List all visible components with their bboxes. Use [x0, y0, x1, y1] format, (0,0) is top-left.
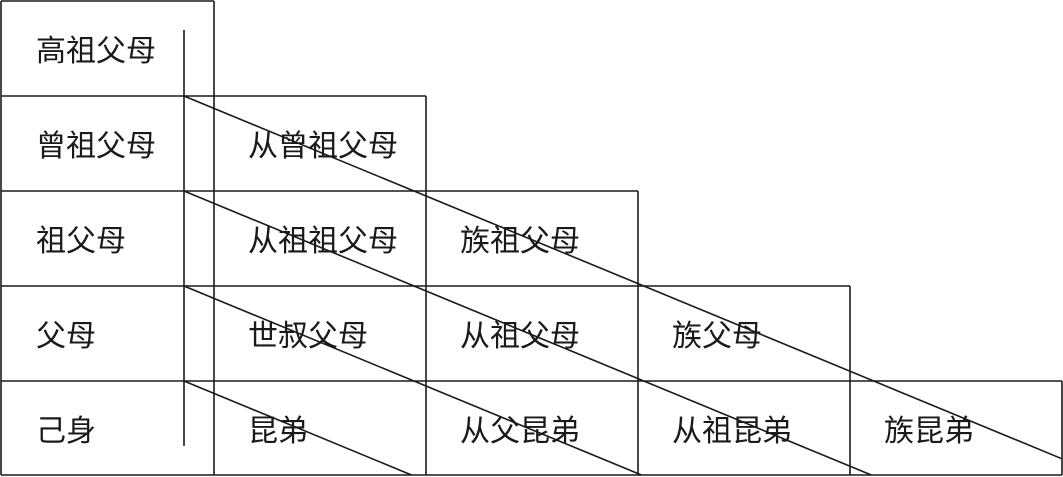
- generation-cell: 己身: [0, 380, 214, 475]
- diagonal-line: [183, 95, 1063, 460]
- relative-cell: 昆弟: [214, 380, 426, 475]
- relative-label: 从祖父母: [460, 318, 580, 354]
- diagonal-line: [183, 285, 642, 476]
- relative-label: 从祖祖父母: [248, 223, 398, 259]
- relative-label: 族祖父母: [460, 223, 580, 259]
- relative-cell: 族父母: [638, 285, 850, 380]
- generation-label: 高祖父母: [36, 33, 156, 69]
- diagonal-line: [183, 380, 412, 476]
- relative-cell: 从曾祖父母: [214, 95, 426, 190]
- generation-cell: 祖父母: [0, 190, 214, 285]
- generation-label: 曾祖父母: [36, 128, 156, 164]
- relative-cell: 从父昆弟: [426, 380, 638, 475]
- relative-cell: 从祖祖父母: [214, 190, 426, 285]
- relative-label: 族父母: [672, 318, 762, 354]
- generation-label: 己身: [36, 413, 96, 449]
- relative-cell: 世叔父母: [214, 285, 426, 380]
- relative-label: 昆弟: [248, 413, 308, 449]
- relative-label: 从祖昆弟: [672, 413, 792, 449]
- generation-cell: 曾祖父母: [0, 95, 214, 190]
- generation-cell: 高祖父母: [0, 0, 214, 95]
- generation-cell: 父母: [0, 285, 214, 380]
- generation-label: 父母: [36, 318, 96, 354]
- diagonal-line: [183, 190, 872, 476]
- relative-cell: 族昆弟: [850, 380, 1062, 475]
- relative-label: 从曾祖父母: [248, 128, 398, 164]
- generation-label: 祖父母: [36, 223, 126, 259]
- relative-label: 从父昆弟: [460, 413, 580, 449]
- relative-cell: 从祖父母: [426, 285, 638, 380]
- relative-label: 族昆弟: [884, 413, 974, 449]
- relative-label: 世叔父母: [248, 318, 368, 354]
- relative-cell: 从祖昆弟: [638, 380, 850, 475]
- relative-cell: 族祖父母: [426, 190, 638, 285]
